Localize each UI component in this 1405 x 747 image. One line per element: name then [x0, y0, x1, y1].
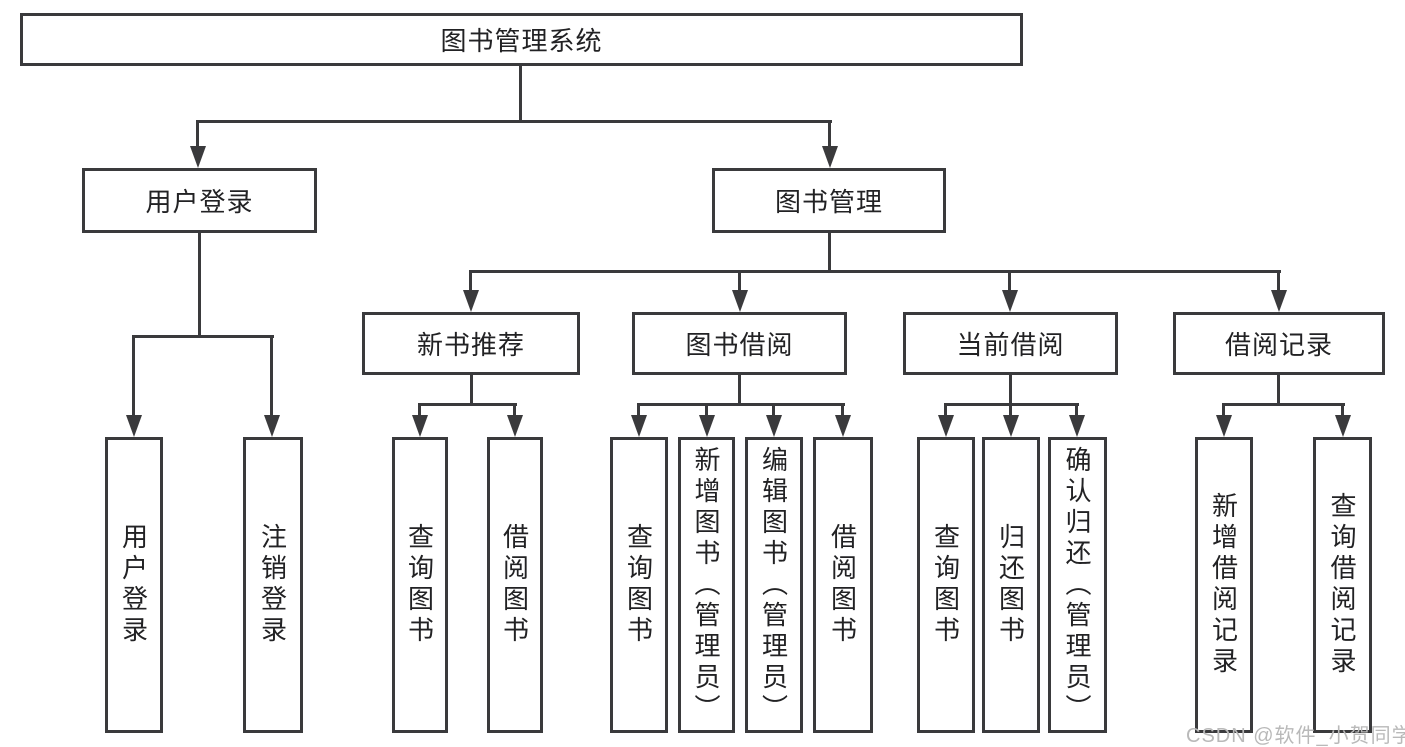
arrow-shaft-bb-add — [705, 403, 708, 417]
node-book-management: 图书管理 — [712, 168, 946, 233]
connector-userlogin-hline — [132, 335, 274, 338]
arrow-shaft-book-management — [828, 120, 831, 148]
arrow-shaft-leaf-logout — [270, 335, 273, 417]
leaf-records-query-record: 查询借阅记录 — [1313, 437, 1372, 733]
leaf-current-query-books: 查询图书 — [917, 437, 975, 733]
arrowhead-br-query-icon — [1335, 415, 1351, 437]
node-current-borrow: 当前借阅 — [903, 312, 1118, 375]
connector-root-vline — [519, 66, 522, 120]
arrow-shaft-br-query — [1341, 403, 1344, 417]
leaf-newbooks-borrow-books: 借阅图书 — [487, 437, 543, 733]
connector-currentborrow-vline — [1009, 375, 1012, 403]
arrowhead-br-add-icon — [1216, 415, 1232, 437]
leaf-newbooks-query-books: 查询图书 — [392, 437, 448, 733]
connector-bookmgmt-vline — [828, 233, 831, 270]
leaf-borrow-borrow-books: 借阅图书 — [813, 437, 873, 733]
connector-userlogin-vline — [198, 233, 201, 335]
arrow-shaft-br-add — [1222, 403, 1225, 417]
connector-newbooks-hline — [418, 403, 517, 406]
leaf-current-return-books: 归还图书 — [982, 437, 1040, 733]
arrowhead-book-borrow-icon — [732, 290, 748, 312]
leaf-borrow-edit-books-admin: 编辑图书（管理员） — [745, 437, 803, 733]
arrowhead-bb-borrow-icon — [835, 415, 851, 437]
arrow-shaft-nb-borrow — [513, 403, 516, 417]
arrowhead-cb-query-icon — [938, 415, 954, 437]
arrowhead-book-management-icon — [822, 146, 838, 168]
arrowhead-bb-query-icon — [631, 415, 647, 437]
node-user-login: 用户登录 — [82, 168, 317, 233]
arrowhead-current-borrow-icon — [1002, 290, 1018, 312]
arrow-shaft-cb-query — [944, 403, 947, 417]
leaf-user-login: 用户登录 — [105, 437, 163, 733]
arrow-shaft-user-login — [196, 120, 199, 148]
arrowhead-leaf-user-login-icon — [126, 415, 142, 437]
leaf-borrow-query-books: 查询图书 — [610, 437, 668, 733]
leaf-current-confirm-return-admin: 确认归还（管理员） — [1048, 437, 1107, 733]
arrow-shaft-borrow-records — [1277, 270, 1280, 292]
connector-root-hline — [197, 120, 832, 123]
connector-bookmgmt-hline — [469, 270, 1281, 273]
arrow-shaft-cb-return — [1009, 403, 1012, 417]
arrow-shaft-book-borrow — [738, 270, 741, 292]
arrowhead-new-book-recommend-icon — [463, 290, 479, 312]
arrow-shaft-current-borrow — [1008, 270, 1011, 292]
leaf-records-add-record: 新增借阅记录 — [1195, 437, 1253, 733]
node-root: 图书管理系统 — [20, 13, 1023, 66]
arrowhead-leaf-logout-icon — [264, 415, 280, 437]
connector-borrowrecords-vline — [1277, 375, 1280, 403]
arrowhead-user-login-icon — [190, 146, 206, 168]
connector-borrowrecords-hline — [1222, 403, 1345, 406]
connector-bookborrow-hline — [637, 403, 845, 406]
leaf-logout: 注销登录 — [243, 437, 303, 733]
arrow-shaft-nb-query — [418, 403, 421, 417]
arrow-shaft-bb-borrow — [841, 403, 844, 417]
arrow-shaft-new-book-recommend — [469, 270, 472, 292]
arrow-shaft-bb-edit — [772, 403, 775, 417]
arrow-shaft-cb-confirm — [1075, 403, 1078, 417]
leaf-borrow-add-books-admin: 新增图书（管理员） — [678, 437, 735, 733]
connector-newbooks-vline — [470, 375, 473, 403]
node-new-book-recommend: 新书推荐 — [362, 312, 580, 375]
arrow-shaft-bb-query — [637, 403, 640, 417]
arrowhead-borrow-records-icon — [1271, 290, 1287, 312]
arrowhead-bb-edit-icon — [766, 415, 782, 437]
arrowhead-nb-borrow-icon — [507, 415, 523, 437]
arrow-shaft-leaf-user-login — [132, 335, 135, 417]
arrowhead-cb-return-icon — [1003, 415, 1019, 437]
arrowhead-bb-add-icon — [699, 415, 715, 437]
csdn-watermark: CSDN @软件_小贺同学 — [1186, 725, 1405, 747]
node-borrow-records: 借阅记录 — [1173, 312, 1385, 375]
arrowhead-nb-query-icon — [412, 415, 428, 437]
arrowhead-cb-confirm-icon — [1069, 415, 1085, 437]
node-book-borrow: 图书借阅 — [632, 312, 847, 375]
connector-bookborrow-vline — [738, 375, 741, 403]
